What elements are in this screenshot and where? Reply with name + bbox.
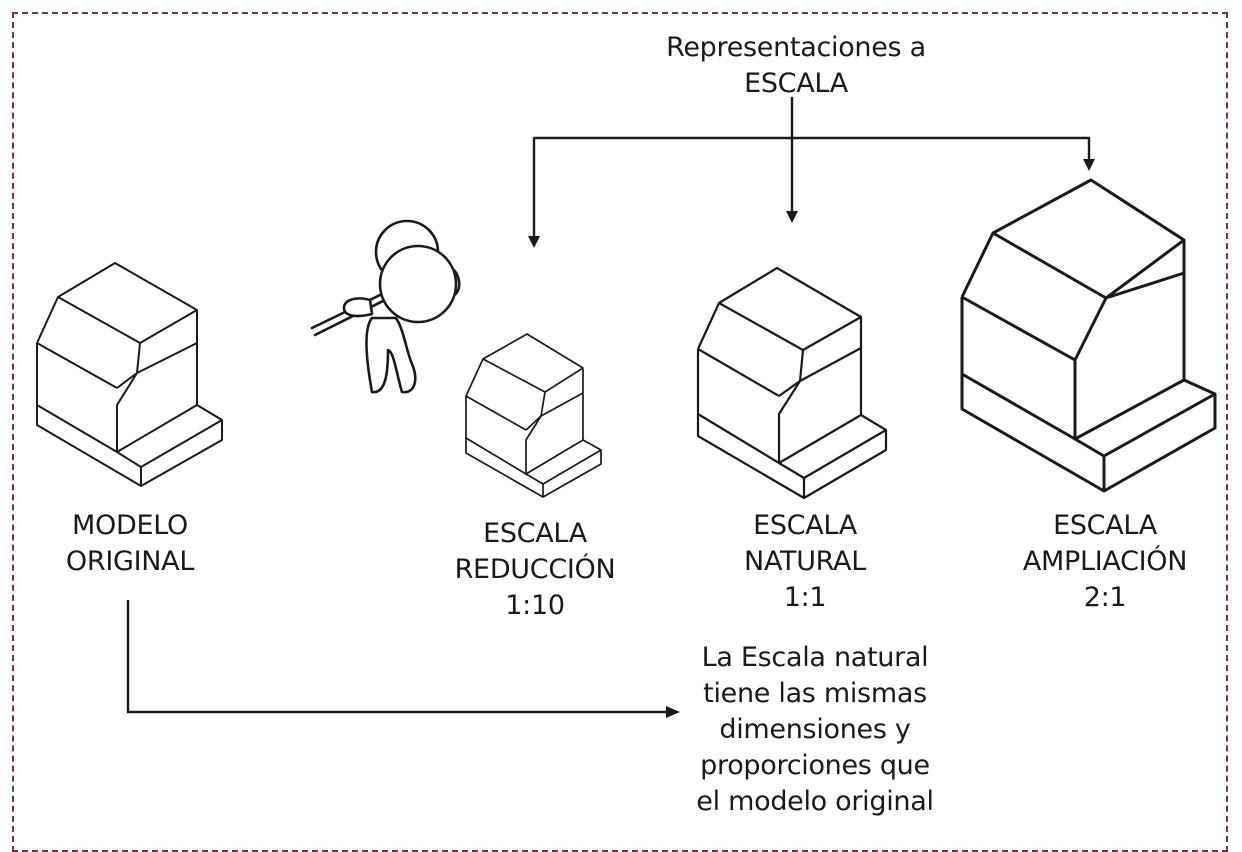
note-line-4: proporciones que xyxy=(700,750,930,781)
label-enlargement-line-1: ESCALA xyxy=(1053,510,1157,541)
label-natural-line-1: ESCALA xyxy=(753,510,857,541)
diagram-canvas xyxy=(36,96,1217,718)
natural-scale-note: La Escala natural tiene las mismas dimen… xyxy=(650,640,980,820)
label-natural-line-2: NATURAL xyxy=(744,546,866,577)
label-reduction-scale: ESCALA REDUCCIÓN 1:10 xyxy=(420,516,650,624)
title-line-2: ESCALA xyxy=(744,68,848,99)
note-line-5: el modelo original xyxy=(696,786,934,817)
label-reduction-line-1: ESCALA xyxy=(483,518,587,549)
arrowheads xyxy=(528,159,1095,718)
label-original-line-2: ORIGINAL xyxy=(65,546,195,577)
label-enlargement-ratio: 2:1 xyxy=(1083,582,1127,613)
label-natural-scale: ESCALA NATURAL 1:1 xyxy=(690,508,920,616)
block-original xyxy=(36,262,223,487)
note-line-1: La Escala natural xyxy=(701,642,929,673)
title-connector-arrows xyxy=(532,96,1091,242)
label-reduction-ratio: 1:10 xyxy=(505,590,565,621)
note-line-3: dimensiones y xyxy=(719,714,911,745)
label-enlargement-scale: ESCALA AMPLIACIÓN 2:1 xyxy=(990,508,1220,616)
note-connector-arrow xyxy=(126,600,668,714)
block-enlargement xyxy=(960,178,1217,493)
block-reduction xyxy=(465,333,602,498)
magnifying-glass-figure-icon xyxy=(310,219,461,394)
diagram-title: Representaciones a ESCALA xyxy=(600,30,992,102)
block-natural xyxy=(696,266,888,500)
label-original-model: MODELO ORIGINAL xyxy=(20,508,240,580)
label-enlargement-line-2: AMPLIACIÓN xyxy=(1022,546,1188,577)
title-line-1: Representaciones a xyxy=(666,32,926,63)
note-line-2: tiene las mismas xyxy=(703,678,927,709)
label-reduction-line-2: REDUCCIÓN xyxy=(454,554,616,585)
label-natural-ratio: 1:1 xyxy=(783,582,827,613)
label-original-line-1: MODELO xyxy=(72,510,188,541)
